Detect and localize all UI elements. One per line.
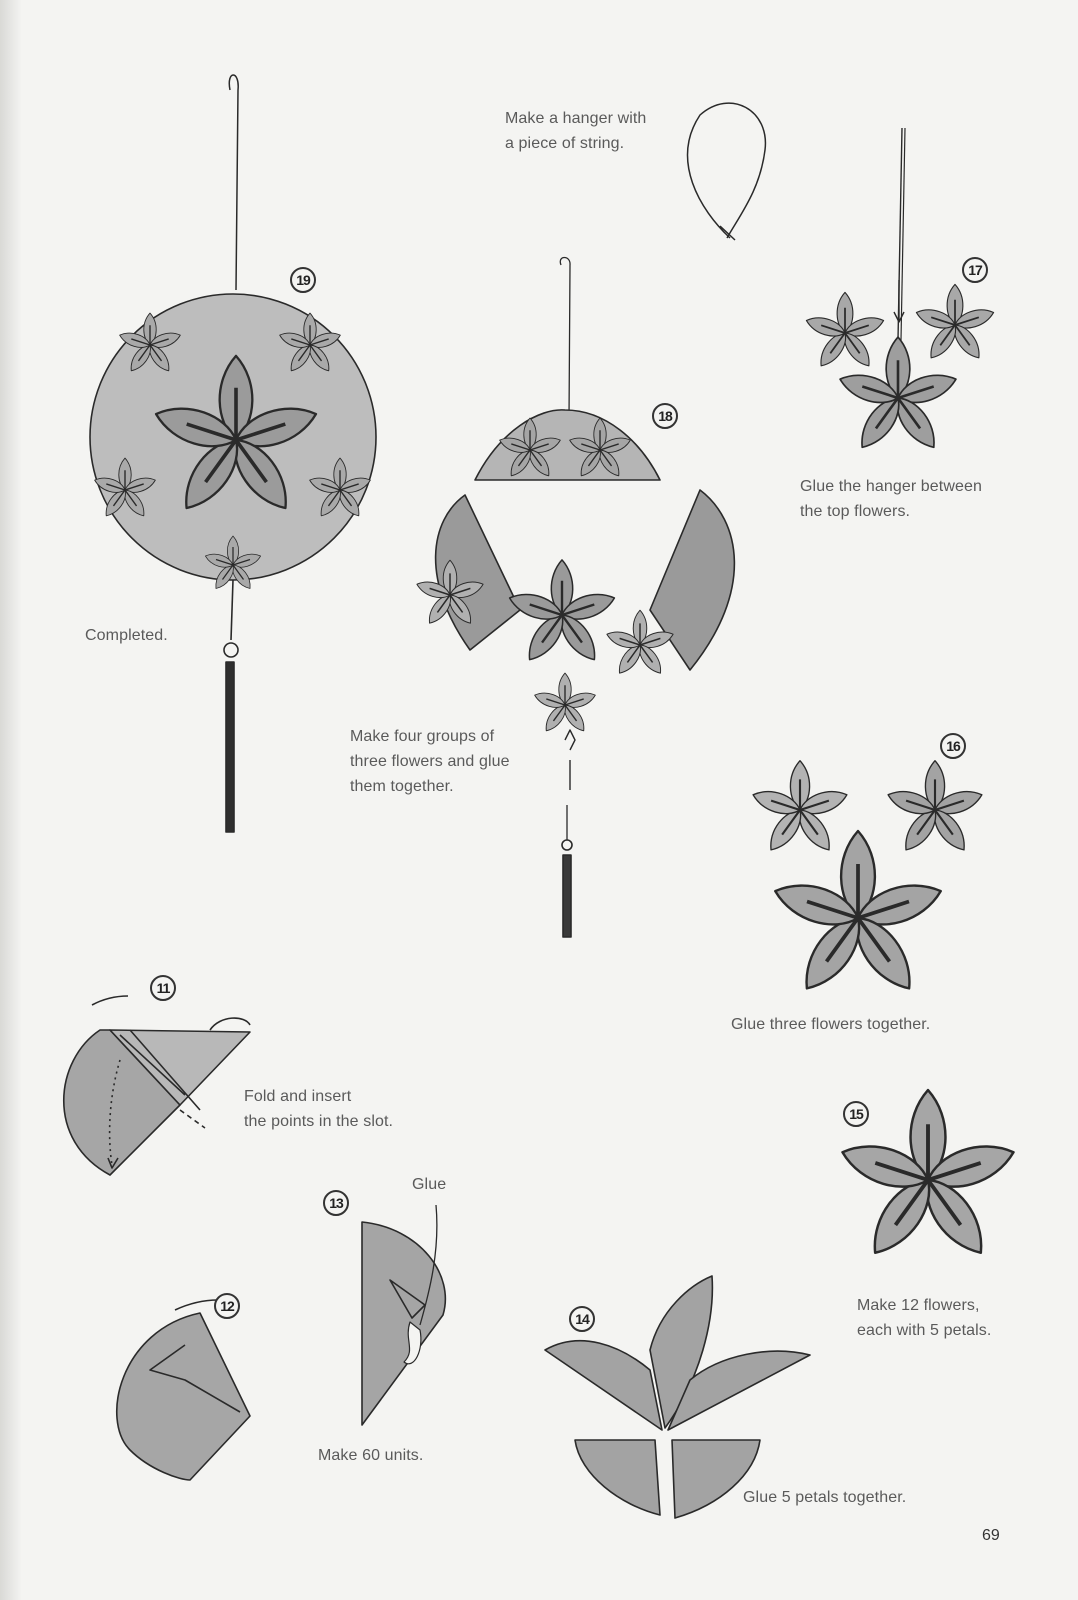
step-13-figure — [361, 1204, 447, 1426]
step-number-15: 15 — [843, 1101, 869, 1127]
step-14-figure — [544, 1275, 811, 1519]
caption-glue-three: Glue three flowers together. — [731, 1016, 931, 1033]
caption-twelve-flowers: Make 12 flowers, each with 5 petals. — [857, 1297, 992, 1339]
step-number-16: 16 — [940, 733, 966, 759]
step-17-figure — [803, 127, 997, 456]
completed-ball-figure — [89, 74, 377, 833]
caption-fold-insert: Fold and insert the points in the slot. — [244, 1088, 394, 1130]
caption-four-groups: Make four groups of three flowers and gl… — [350, 728, 510, 795]
page-number: 69 — [982, 1527, 1000, 1544]
step-12-figure — [116, 1299, 251, 1481]
step-number-18: 18 — [652, 403, 678, 429]
step-11-figure — [63, 995, 251, 1176]
step-number-19: 19 — [290, 267, 316, 293]
caption-completed: Completed. — [85, 627, 168, 644]
caption-sixty-units: Make 60 units. — [318, 1447, 424, 1464]
step-number-11: 11 — [150, 975, 176, 1001]
step-number-14: 14 — [569, 1306, 595, 1332]
step-16-figure — [749, 759, 986, 1001]
caption-five-petals: Glue 5 petals together. — [743, 1489, 907, 1506]
caption-hanger: Make a hanger with a piece of string. — [505, 110, 647, 152]
step-number-13: 13 — [323, 1190, 349, 1216]
caption-glue-hanger: Glue the hanger between the top flowers. — [800, 478, 982, 520]
label-glue: Glue — [412, 1176, 447, 1193]
step-18-figure — [414, 256, 736, 938]
step-number-17: 17 — [962, 257, 988, 283]
page-gutter-shadow — [0, 0, 22, 1600]
step-number-12: 12 — [214, 1293, 240, 1319]
hanger-loop-figure — [686, 102, 767, 241]
